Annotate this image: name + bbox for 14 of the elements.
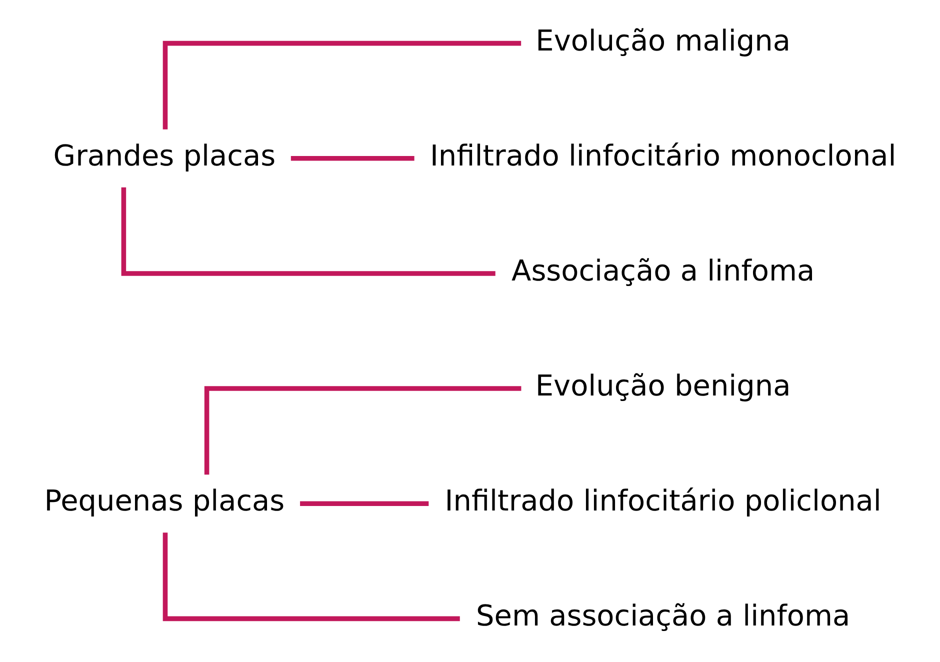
node-text: Infiltrado linfocitário policlonal — [444, 484, 881, 518]
connector — [300, 501, 428, 506]
connector — [204, 386, 521, 475]
connector — [120, 187, 495, 276]
connector — [290, 156, 414, 161]
node-text: Evolução benigna — [534, 368, 790, 403]
node-text: Pequenas placas — [44, 484, 284, 518]
node-text: Sem associação a linfoma — [476, 598, 850, 633]
connector — [162, 40, 521, 130]
node-text: Evolução maligna — [535, 23, 790, 58]
node-text: Grandes placas — [52, 138, 276, 172]
node-text: Associação a linfoma — [511, 253, 814, 288]
connector — [162, 532, 460, 622]
node-text: Infiltrado linfocitário monoclonal — [429, 138, 896, 172]
